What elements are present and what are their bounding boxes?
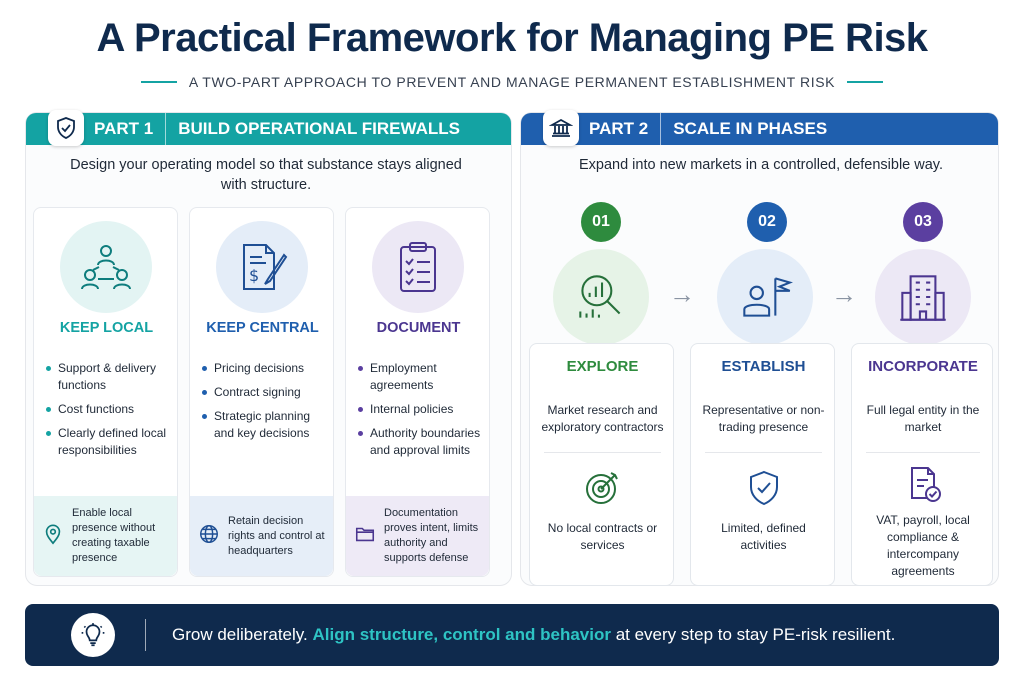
institution-icon <box>543 110 579 146</box>
part2-header: PART 2 SCALE IN PHASES <box>521 110 998 146</box>
person-flag-icon <box>717 249 813 345</box>
location-pin-icon <box>42 523 64 550</box>
subtitle-row: A TWO-PART APPROACH TO PREVENT AND MANAG… <box>0 72 1024 92</box>
phase-number-badge: 02 <box>747 202 787 242</box>
phase-subtext: VAT, payroll, local compliance & interco… <box>876 513 970 578</box>
folder-icon <box>354 523 376 550</box>
page-subtitle: A TWO-PART APPROACH TO PREVENT AND MANAG… <box>188 74 836 90</box>
column-keep-local: KEEP LOCAL Support & delivery functions … <box>33 207 178 577</box>
column-footer-text: Retain decision rights and control at he… <box>228 514 325 557</box>
list-item: Employment agreements <box>358 360 486 394</box>
banner-divider <box>145 619 146 651</box>
list-item: Pricing decisions <box>202 360 330 377</box>
column-footer: Enable local presence without creating t… <box>34 496 177 576</box>
column-heading: KEEP CENTRAL <box>206 320 319 336</box>
banner-text-start: Grow deliberately. <box>172 625 308 644</box>
list-item: Support & delivery functions <box>46 360 174 394</box>
magnifier-chart-icon <box>553 249 649 345</box>
part2-label: PART 2 <box>589 113 662 145</box>
document-check-icon <box>904 464 944 509</box>
part1-description: Design your operating model so that subs… <box>70 157 462 193</box>
part2-panel: PART 2 SCALE IN PHASES Expand into new m… <box>520 110 999 586</box>
part2-description: Expand into new markets in a controlled,… <box>578 157 944 173</box>
lightbulb-icon <box>71 613 115 657</box>
subtitle-rule-left <box>140 81 177 83</box>
column-footer-text: Documentation proves intent, limits auth… <box>384 507 479 564</box>
phase-divider <box>544 452 661 453</box>
column-heading: KEEP LOCAL <box>59 320 154 336</box>
phase-heading: EXPLORE <box>566 358 639 375</box>
clipboard-checklist-icon <box>372 221 464 313</box>
column-heading: DOCUMENT <box>376 320 461 336</box>
contract-pen-icon: $ <box>216 221 308 313</box>
phase-divider <box>705 452 822 453</box>
phase-text: Full legal entity in the market <box>866 403 980 434</box>
phase-card: INCORPORATE Full legal entity in the mar… <box>851 343 993 586</box>
column-footer: Documentation proves intent, limits auth… <box>346 496 489 576</box>
phase-card: ESTABLISH Representative or non-trading … <box>690 343 835 586</box>
part1-title: BUILD OPERATIONAL FIREWALLS <box>178 119 460 138</box>
list-item: Clearly defined local responsibilities <box>46 425 174 459</box>
phase-card: EXPLORE Market research and exploratory … <box>529 343 674 586</box>
phase-text: Representative or non-trading presence <box>702 403 825 434</box>
bottom-banner: Grow deliberately. Align structure, cont… <box>25 604 999 666</box>
column-footer-text: Enable local presence without creating t… <box>72 507 156 564</box>
column-document: DOCUMENT Employment agreements Internal … <box>345 207 490 577</box>
shield-check-icon <box>744 468 784 513</box>
people-network-icon <box>60 221 152 313</box>
shield-check-icon <box>48 110 84 146</box>
phase-divider <box>866 452 980 453</box>
phase-text: Market research and exploratory contract… <box>541 403 664 434</box>
list-item: Authority boundaries and approval limits <box>358 425 486 459</box>
phase-heading: ESTABLISH <box>721 358 806 375</box>
subtitle-rule-right <box>847 81 884 83</box>
column-bullets: Support & delivery functions Cost functi… <box>46 360 174 466</box>
globe-icon <box>198 523 220 550</box>
list-item: Internal policies <box>358 401 486 418</box>
phase-number-badge: 01 <box>581 202 621 242</box>
column-footer: Retain decision rights and control at he… <box>190 496 333 576</box>
banner-text-highlight: Align structure, control and behavior <box>312 625 611 644</box>
target-icon <box>582 468 622 513</box>
list-item: Contract signing <box>202 384 330 401</box>
column-bullets: Pricing decisions Contract signing Strat… <box>202 360 330 449</box>
phase-heading: INCORPORATE <box>868 358 978 375</box>
arrow-right-icon: → <box>831 279 857 309</box>
phase-number-badge: 03 <box>903 202 943 242</box>
phase-subtext: No local contracts or services <box>547 521 658 552</box>
svg-text:$: $ <box>249 266 259 285</box>
page-title: A Practical Framework for Managing PE Ri… <box>96 16 928 60</box>
part1-panel: PART 1 BUILD OPERATIONAL FIREWALLS Desig… <box>25 110 512 586</box>
column-bullets: Employment agreements Internal policies … <box>358 360 486 466</box>
list-item: Cost functions <box>46 401 174 418</box>
column-keep-central: $ KEEP CENTRAL Pricing decisions Contrac… <box>189 207 334 577</box>
part1-label: PART 1 <box>94 113 167 145</box>
part1-header: PART 1 BUILD OPERATIONAL FIREWALLS <box>26 110 511 146</box>
list-item: Strategic planning and key decisions <box>202 408 330 442</box>
banner-text: Grow deliberately. Align structure, cont… <box>172 625 895 645</box>
banner-text-end: at every step to stay PE-risk resilient. <box>615 625 896 644</box>
building-icon <box>875 249 971 345</box>
arrow-right-icon: → <box>669 279 695 309</box>
phase-subtext: Limited, defined activities <box>721 521 806 552</box>
part2-title: SCALE IN PHASES <box>673 119 828 138</box>
